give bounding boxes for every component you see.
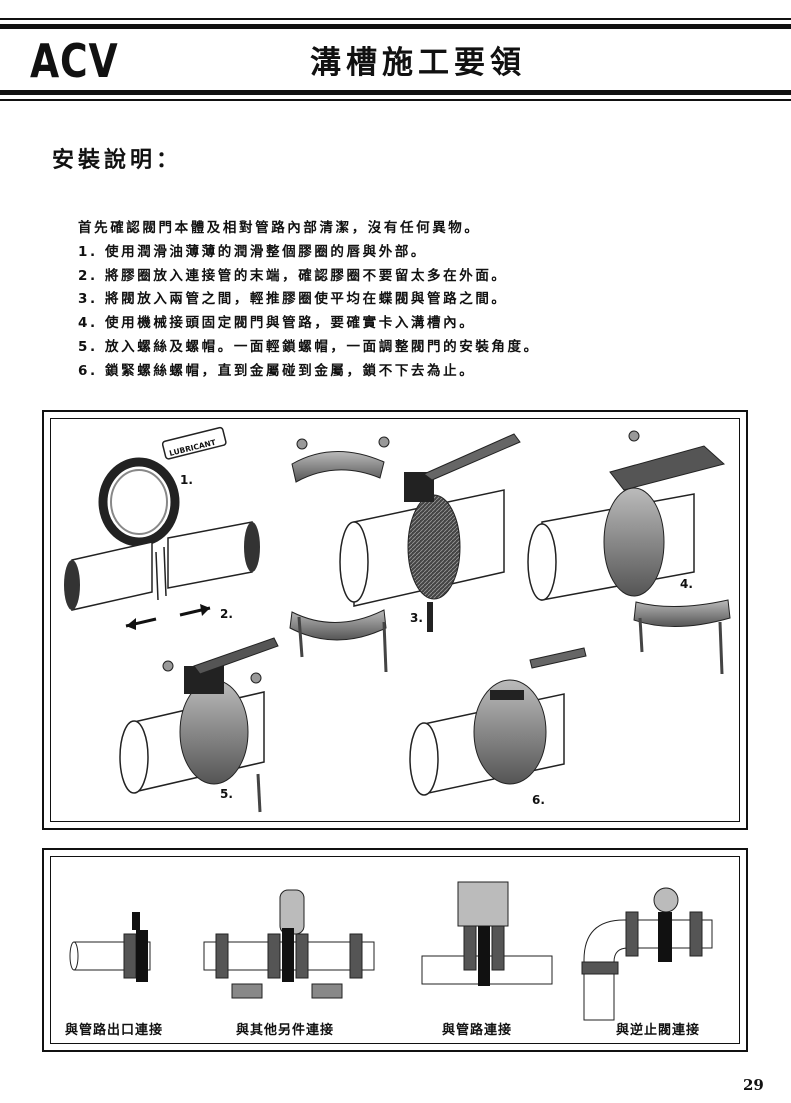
page-title: 溝槽施工要領 — [310, 45, 526, 81]
instruction-step-5: 5. 放入螺絲及螺帽。一面輕鎖螺帽，一面調整閥門的安裝角度。 — [78, 338, 540, 355]
step4-label: 4. — [680, 577, 693, 591]
step2-pipes-icon: 2. — [64, 521, 260, 630]
step3-valve-icon: 3. — [289, 433, 521, 673]
pipeline-connection-icon — [421, 881, 553, 986]
caption-outlet: 與管路出口連接 — [65, 1023, 164, 1038]
section-title: 安裝說明： — [52, 148, 183, 173]
other-parts-connection-icon — [203, 889, 375, 999]
installation-figure-inner-border — [50, 418, 740, 822]
step5-label: 5. — [220, 787, 233, 801]
instruction-step-2: 2. 將膠圈放入連接管的末端，確認膠圈不要留太多在外面。 — [78, 267, 508, 284]
instruction-intro: 首先確認閥門本體及相對管路內部清潔，沒有任何異物。 — [78, 220, 481, 236]
instruction-step-6: 6. 鎖緊螺絲螺帽，直到金屬碰到金屬，鎖不下去為止。 — [78, 362, 476, 379]
step3-label: 3. — [410, 611, 423, 625]
page-number: 29 — [743, 1076, 764, 1094]
header-rule-top-thick — [0, 24, 791, 29]
step1-label: 1. — [180, 473, 193, 487]
instruction-step-4: 4. 使用機械接頭固定閥門與管路，要確實卡入溝槽內。 — [78, 315, 476, 332]
step6-assembly-icon: 6. — [409, 647, 587, 807]
installation-steps-illustration: LUBRICANT 1. 2. — [64, 426, 731, 813]
connection-examples-illustration — [69, 881, 713, 1021]
header-rule-top-thin — [0, 18, 791, 20]
instruction-step-3: 3. 將閥放入兩管之間，輕推膠圈使平均在蝶閥與管路之間。 — [78, 291, 508, 308]
check-valve-connection-icon — [581, 887, 713, 1021]
installation-figure-frame: LUBRICANT 1. 2. — [42, 410, 748, 830]
brand-logo: ACV — [30, 34, 119, 88]
step5-assembly-icon: 5. — [119, 637, 279, 813]
step6-label: 6. — [532, 793, 545, 807]
step1-gasket-icon: LUBRICANT 1. — [98, 426, 227, 547]
step2-label: 2. — [220, 607, 233, 621]
instruction-step-1: 1. 使用潤滑油薄薄的潤滑整個膠圈的唇與外部。 — [78, 243, 428, 260]
connection-figure-frame: 與管路出口連接 與其他另件連接 與管路連接 與逆止閥連接 — [42, 848, 748, 1052]
connection-figure-inner-border — [50, 856, 740, 1044]
caption-check-valve: 與逆止閥連接 — [616, 1023, 701, 1038]
caption-other-parts: 與其他另件連接 — [236, 1023, 335, 1038]
caption-pipeline: 與管路連接 — [442, 1023, 513, 1038]
instruction-list: 首先確認閥門本體及相對管路內部清潔，沒有任何異物。 1. 使用潤滑油薄薄的潤滑整… — [78, 217, 738, 384]
header-rule-bottom-thick — [0, 90, 791, 95]
outlet-connection-icon — [69, 912, 151, 982]
header-rule-bottom-thin — [0, 99, 791, 101]
step4-clamp-icon: 4. — [527, 430, 731, 675]
